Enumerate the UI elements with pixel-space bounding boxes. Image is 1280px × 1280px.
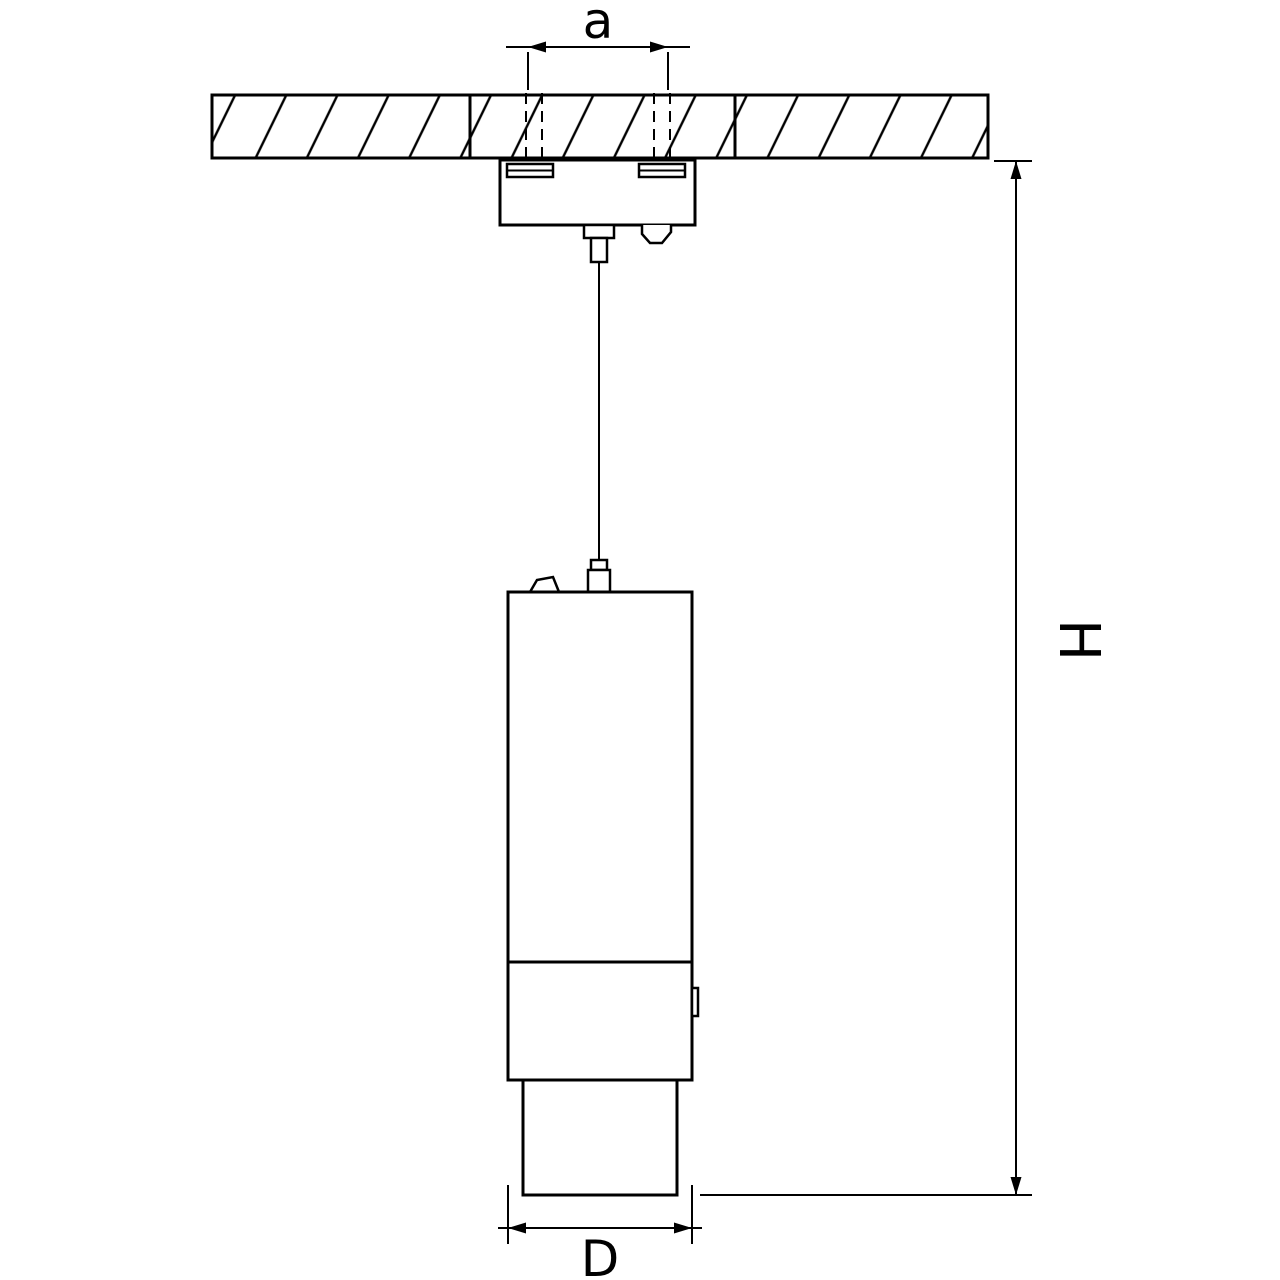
canopy-clip: [640, 225, 673, 245]
dim-h-arrow-top: [1010, 161, 1022, 179]
lamp-cord-knob: [589, 558, 609, 572]
lamp-body: [506, 590, 700, 1197]
anchor-holes: [525, 93, 671, 162]
ceiling-slab: [210, 93, 990, 160]
dimension-d-label: D: [581, 1230, 620, 1280]
canopy-cord-grip-upper: [582, 223, 616, 240]
canopy-cord-grip-lower: [589, 236, 609, 264]
dimension-a: a: [506, 0, 690, 90]
dim-a-arrow-left: [528, 41, 546, 53]
dim-d-arrow-right: [674, 1222, 692, 1234]
dim-h-arrow-bottom: [1010, 1177, 1022, 1195]
lamp-bottom-section: [521, 1078, 679, 1197]
lamp-body-main: [506, 590, 694, 1082]
dimension-a-label: a: [583, 0, 614, 50]
mounting-canopy: [498, 158, 697, 264]
dimension-d: D: [498, 1185, 702, 1280]
dim-a-arrow-right: [650, 41, 668, 53]
dimension-h: H: [700, 160, 1111, 1196]
dimension-h-label: H: [1046, 619, 1111, 661]
ceiling-slab-hatched-section: [210, 93, 990, 160]
lamp-side-notch: [690, 986, 700, 1018]
lamp-top-fittings: [528, 558, 612, 594]
lamp-top-clip: [528, 575, 561, 593]
lamp-cord-grip: [586, 568, 612, 594]
dim-d-arrow-left: [508, 1222, 526, 1234]
